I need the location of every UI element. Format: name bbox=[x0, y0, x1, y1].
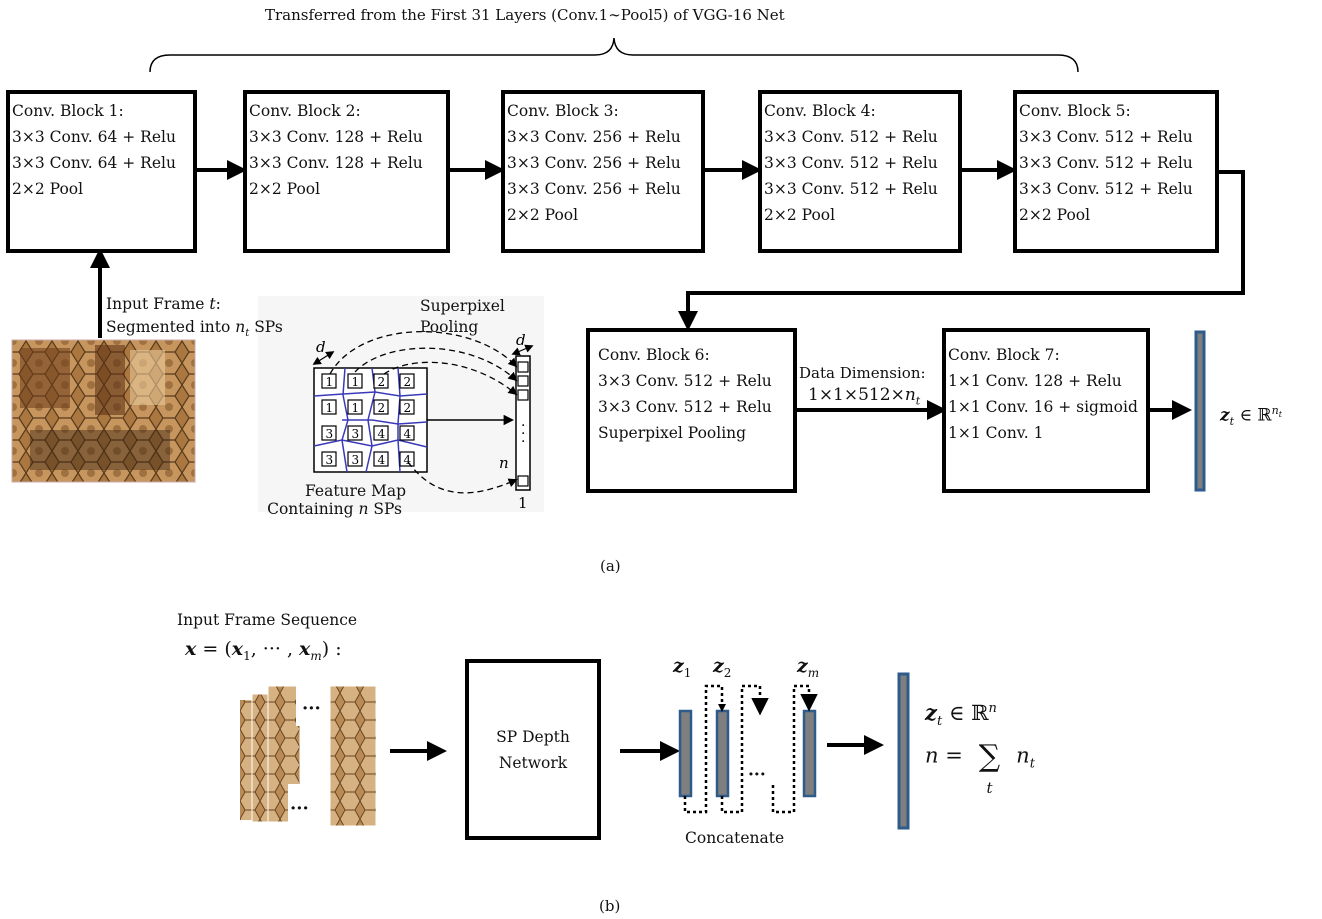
conv-block-layer: 3×3 Conv. 64 + Relu bbox=[12, 150, 193, 176]
conv-block-layer: 1×1 Conv. 16 + sigmoid bbox=[948, 394, 1146, 420]
concat-label-zm: zm bbox=[797, 657, 819, 682]
conv-block-title: Conv. Block 6: bbox=[598, 342, 793, 368]
sp-depth-network-box: SP Depth Network bbox=[465, 659, 601, 840]
grid-cell-label: 4 bbox=[378, 453, 386, 467]
grid-cell-label: 1 bbox=[352, 375, 360, 389]
sequence-formula: x = (x1, ··· , xm) : bbox=[185, 638, 342, 667]
grid-cell-label: 4 bbox=[378, 427, 386, 441]
conv-block-layer: 3×3 Conv. 512 + Relu bbox=[764, 150, 958, 176]
conv-block-layer: 3×3 Conv. 512 + Relu bbox=[764, 176, 958, 202]
concatenate-label: Concatenate bbox=[685, 829, 784, 847]
conv-block-layer: 3×3 Conv. 64 + Relu bbox=[12, 124, 193, 150]
conv-block-layer: 3×3 Conv. 512 + Relu bbox=[1019, 150, 1215, 176]
frame-dots-top: ··· bbox=[302, 700, 321, 718]
conv-block-7: Conv. Block 7:1×1 Conv. 128 + Relu1×1 Co… bbox=[942, 328, 1150, 493]
conv-block-layer: 2×2 Pool bbox=[12, 176, 193, 202]
grid-cell-label: 2 bbox=[404, 401, 412, 415]
grid-cell-label: 3 bbox=[326, 427, 334, 441]
conv-block-layer: 3×3 Conv. 512 + Relu bbox=[1019, 124, 1215, 150]
conv-block-title: Conv. Block 5: bbox=[1019, 98, 1215, 124]
grid-cell-label: 1 bbox=[326, 401, 334, 415]
d-label-right: d bbox=[516, 331, 526, 349]
grid-cell-label: 3 bbox=[352, 453, 360, 467]
one-label: 1 bbox=[518, 494, 528, 512]
conv-block-title: Conv. Block 3: bbox=[507, 98, 701, 124]
data-dimension-value: 1×1×512×nt bbox=[808, 386, 920, 410]
superpixel-pooling-title: Superpixel Pooling bbox=[420, 296, 505, 338]
grid-cell-label: 2 bbox=[404, 375, 412, 389]
caption-b: (b) bbox=[599, 897, 620, 915]
conv-block-layer: 3×3 Conv. 512 + Relu bbox=[1019, 176, 1215, 202]
sequence-title: Input Frame Sequence bbox=[177, 611, 357, 629]
frame-dots-bottom: ··· bbox=[290, 800, 309, 818]
conv-block-layer: 3×3 Conv. 256 + Relu bbox=[507, 176, 701, 202]
input-frame-label: Input Frame t: Segmented into nt SPs bbox=[106, 293, 283, 345]
grid-cell-label: 1 bbox=[326, 375, 334, 389]
conv-block-layer: 3×3 Conv. 256 + Relu bbox=[507, 124, 701, 150]
conv-block-layer: 3×3 Conv. 512 + Relu bbox=[598, 394, 793, 420]
output-label-a: zt ∈ ℝnt bbox=[1220, 402, 1282, 431]
top-brace-caption: Transferred from the First 31 Layers (Co… bbox=[265, 6, 785, 24]
top-brace bbox=[150, 38, 1078, 72]
svg-text:·: · bbox=[521, 434, 525, 450]
conv-block-layer: 1×1 Conv. 128 + Relu bbox=[948, 368, 1146, 394]
conv-block-4: Conv. Block 4:3×3 Conv. 512 + Relu3×3 Co… bbox=[758, 90, 962, 253]
concat-bar-z2 bbox=[717, 711, 728, 796]
grid-cell-label: 4 bbox=[404, 427, 412, 441]
caption-a: (a) bbox=[600, 557, 621, 575]
n-label: n bbox=[499, 454, 509, 472]
conv-block-layer: 1×1 Conv. 1 bbox=[948, 420, 1146, 446]
concat-label-z2: z2 bbox=[713, 657, 731, 682]
conv-block-layer: 2×2 Pool bbox=[507, 202, 701, 228]
sp-depth-network-label: SP Depth Network bbox=[496, 724, 570, 776]
grid-cell-label: 1 bbox=[352, 401, 360, 415]
grid-cell-label: 2 bbox=[378, 375, 386, 389]
conv-block-title: Conv. Block 1: bbox=[12, 98, 193, 124]
concat-bar-zm bbox=[804, 711, 815, 796]
conv-block-title: Conv. Block 7: bbox=[948, 342, 1146, 368]
grid-cell-label: 3 bbox=[326, 453, 334, 467]
conv-block-7-text: Conv. Block 7:1×1 Conv. 128 + Relu1×1 Co… bbox=[946, 332, 1146, 446]
conv-block-layer: 3×3 Conv. 128 + Relu bbox=[249, 124, 446, 150]
conv-block-layer: Superpixel Pooling bbox=[598, 420, 793, 446]
conv-block-2-text: Conv. Block 2:3×3 Conv. 128 + Relu3×3 Co… bbox=[247, 94, 446, 202]
concat-mid-dots: ··· bbox=[748, 766, 766, 784]
conv-block-layer: 3×3 Conv. 256 + Relu bbox=[507, 150, 701, 176]
grid-cell-label: 2 bbox=[378, 401, 386, 415]
output-vector-bar-b bbox=[899, 674, 908, 828]
conv-block-layer: 3×3 Conv. 128 + Relu bbox=[249, 150, 446, 176]
conv-block-layer: 2×2 Pool bbox=[1019, 202, 1215, 228]
output-label-b-line2: n = ∑ t nt bbox=[925, 742, 1035, 777]
conv-block-layer: 3×3 Conv. 512 + Relu bbox=[764, 124, 958, 150]
output-vector-bar-a bbox=[1196, 332, 1204, 490]
grid-cell-label: 3 bbox=[352, 427, 360, 441]
input-frame-image bbox=[12, 340, 195, 482]
concat-bar-z1 bbox=[680, 711, 691, 796]
conv-block-layer: 3×3 Conv. 512 + Relu bbox=[598, 368, 793, 394]
conv-block-layer: 2×2 Pool bbox=[249, 176, 446, 202]
data-dimension-label: Data Dimension: bbox=[799, 364, 926, 382]
conv-block-layer: 2×2 Pool bbox=[764, 202, 958, 228]
conv-block-title: Conv. Block 2: bbox=[249, 98, 446, 124]
d-label-left: d bbox=[316, 338, 326, 356]
output-label-b-line1: zt ∈ ℝn bbox=[925, 697, 997, 734]
feature-map-caption: Feature Map Containing n SPs bbox=[263, 482, 406, 518]
concat-label-z1: z1 bbox=[673, 657, 691, 682]
conv-block-title: Conv. Block 4: bbox=[764, 98, 958, 124]
